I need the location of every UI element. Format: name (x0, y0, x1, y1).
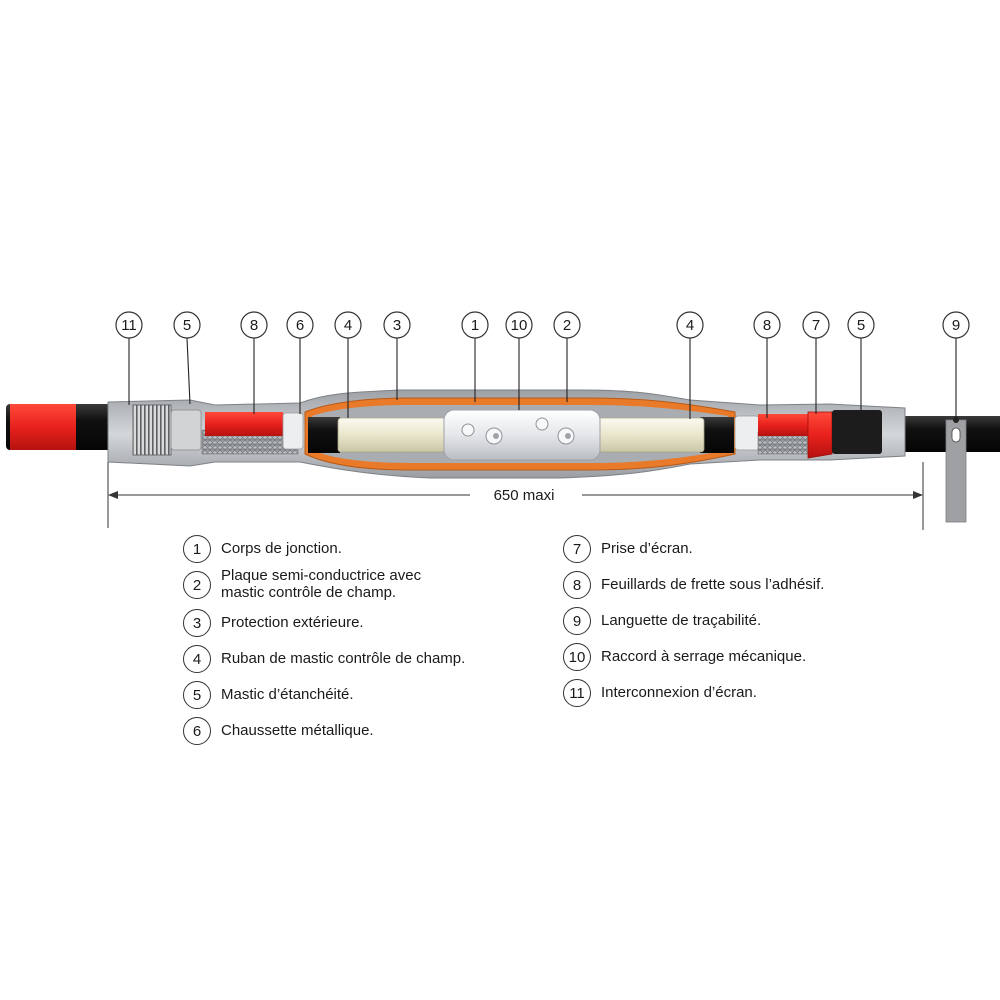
callout-number: 2 (563, 317, 571, 334)
legend-number: 6 (183, 717, 211, 745)
callout-number: 5 (183, 317, 191, 334)
spring-connector-left (132, 404, 172, 456)
leader-lines (128, 337, 957, 420)
callout-number: 1 (471, 317, 479, 334)
legend-item-10: 10 Raccord à serrage mécanique. (563, 643, 943, 671)
legend-number: 10 (563, 643, 591, 671)
legend-number: 11 (563, 679, 591, 707)
legend-item-5: 5 Mastic d’étanchéité. (183, 681, 563, 709)
legend-label: Languette de traçabilité. (601, 612, 762, 629)
callout-number: 4 (686, 317, 694, 334)
red-adhesive-left (10, 404, 76, 450)
legend-item-6: 6 Chaussette métallique. (183, 717, 563, 745)
callout-circle (115, 311, 143, 339)
dimension-label: 650 maxi (494, 487, 555, 504)
callout-number: 8 (763, 317, 771, 334)
legend-label: Mastic d’étanchéité. (221, 686, 354, 703)
callout-11: 11 (115, 311, 143, 339)
legend-item-9: 9 Languette de traçabilité. (563, 607, 943, 635)
red-strap-left (205, 412, 283, 436)
callout-10: 10 (505, 311, 533, 339)
callout-circle (334, 311, 362, 339)
legend-number: 5 (183, 681, 211, 709)
callout-circle (847, 311, 875, 339)
legend-item-1: 1 Corps de jonction. (183, 535, 563, 563)
callout-circle (461, 311, 489, 339)
traceability-tag (945, 417, 967, 523)
callout-circle (553, 311, 581, 339)
legend-label: Feuillards de frette sous l’adhésif. (601, 576, 825, 593)
callout-6: 6 (286, 311, 314, 339)
legend-number: 1 (183, 535, 211, 563)
callout-number: 3 (393, 317, 401, 334)
legend-number: 8 (563, 571, 591, 599)
callout-8: 8 (753, 311, 781, 339)
legend-label: Plaque semi-conductrice avec mastic cont… (221, 567, 422, 601)
callout-circle (753, 311, 781, 339)
white-ring-left (282, 412, 304, 450)
callout-7: 7 (802, 311, 830, 339)
semicon-right (700, 417, 734, 453)
callout-3: 3 (383, 311, 411, 339)
legend-number: 3 (183, 609, 211, 637)
legend-item-7: 7 Prise d’écran. (563, 535, 943, 563)
legend-label: Prise d’écran. (601, 540, 693, 557)
field-control-tape-left (337, 417, 447, 453)
legend-number: 4 (183, 645, 211, 673)
callout-circle (286, 311, 314, 339)
callout-circle (383, 311, 411, 339)
callout-8: 8 (240, 311, 268, 339)
callout-4: 4 (676, 311, 704, 339)
callout-number: 7 (812, 317, 820, 334)
callout-2: 2 (553, 311, 581, 339)
callout-number: 9 (952, 317, 960, 334)
legend-item-3: 3 Protection extérieure. (183, 609, 563, 637)
legend-label: Chaussette métallique. (221, 722, 374, 739)
mechanical-connector (443, 409, 601, 461)
legend-item-4: 4 Ruban de mastic contrôle de champ. (183, 645, 563, 673)
dimension-line: 650 maxi (107, 462, 924, 530)
legend-item-2: 2 Plaque semi-conductrice avec mastic con… (183, 567, 563, 601)
sealing-mastic-right (832, 410, 882, 454)
callout-group: 11 5 8 6 4 3 1 10 2 4 8 7 5 9 (115, 311, 970, 339)
callout-5: 5 (173, 311, 201, 339)
legend-label: Ruban de mastic contrôle de champ. (221, 650, 466, 667)
legend-label: Raccord à serrage mécanique. (601, 648, 807, 665)
callout-circle (802, 311, 830, 339)
callout-circle (505, 311, 533, 339)
legend-label: Corps de jonction. (221, 540, 342, 557)
callout-circle (676, 311, 704, 339)
callout-number: 5 (857, 317, 865, 334)
callout-9: 9 (942, 311, 970, 339)
callout-number: 11 (121, 317, 137, 334)
white-ring-right (734, 415, 760, 451)
callout-4: 4 (334, 311, 362, 339)
leader-line-5 (186, 337, 191, 405)
callout-circle (942, 311, 970, 339)
callout-number: 6 (296, 317, 304, 334)
semicon-left (308, 417, 340, 453)
callout-circle (173, 311, 201, 339)
legend-item-11: 11 Interconnexion d’écran. (563, 679, 943, 707)
callout-number: 8 (250, 317, 258, 334)
callout-5: 5 (847, 311, 875, 339)
legend-right: 7 Prise d’écran. 8 Feuillards de frette sou… (563, 535, 943, 715)
legend-number: 7 (563, 535, 591, 563)
sealing-mastic-left (170, 409, 202, 451)
callout-circle (240, 311, 268, 339)
callout-number: 10 (511, 317, 528, 334)
legend-label: Protection extérieure. (221, 614, 364, 631)
red-strap-right (758, 414, 810, 436)
legend-number: 9 (563, 607, 591, 635)
legend-label: Interconnexion d’écran. (601, 684, 757, 701)
callout-1: 1 (461, 311, 489, 339)
cable-joint-diagram: 11 5 8 6 4 3 1 10 2 4 8 7 5 9 650 maxi (6, 311, 1000, 530)
shield-tap (807, 411, 833, 459)
callout-number: 4 (344, 317, 352, 334)
legend-item-8: 8 Feuillards de frette sous l’adhésif. (563, 571, 943, 599)
legend-number: 2 (183, 571, 211, 599)
legend-left: 1 Corps de jonction. 2 Plaque semi-conductr… (183, 535, 563, 753)
field-control-tape-right (595, 417, 705, 453)
